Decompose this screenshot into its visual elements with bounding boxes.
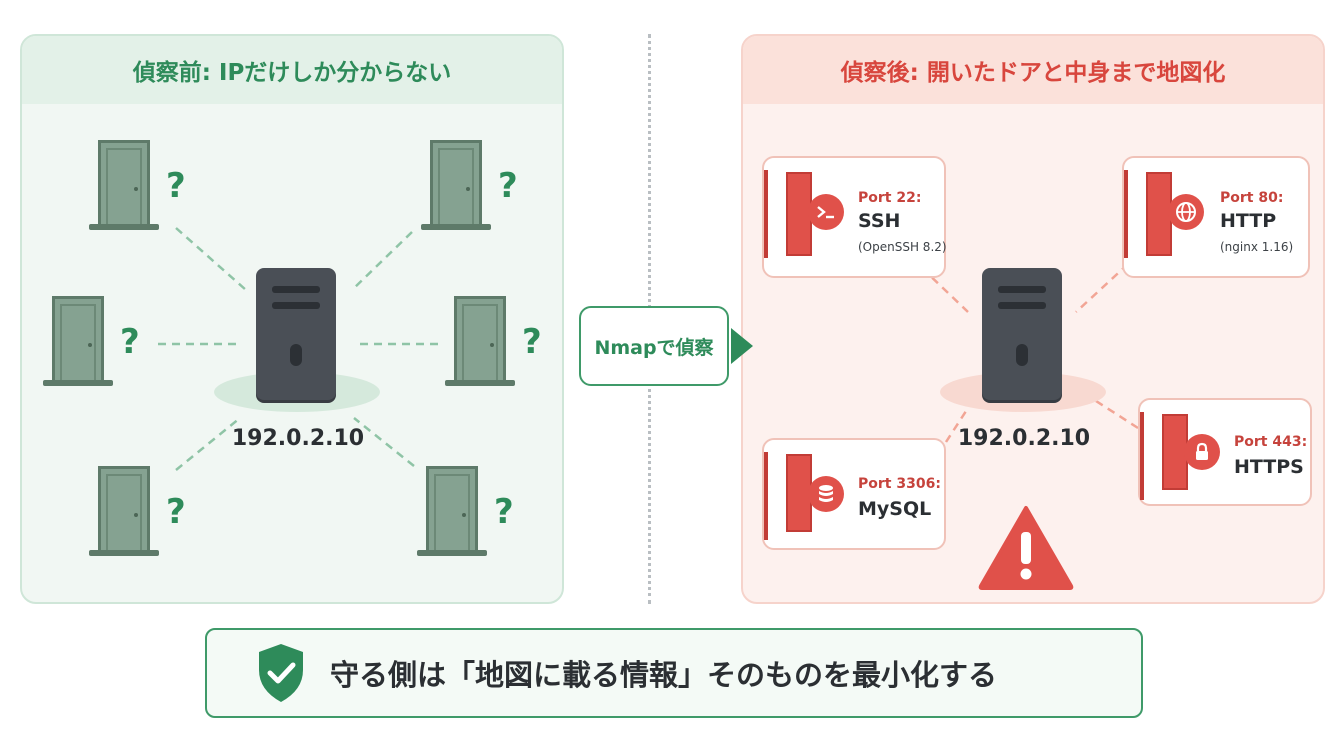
question-mark: ?	[120, 322, 140, 362]
conclusion-box	[205, 628, 1143, 718]
closed-door	[98, 466, 150, 552]
question-mark: ?	[498, 166, 518, 206]
server-icon	[982, 268, 1062, 400]
door-base	[445, 380, 515, 386]
before-title: 偵察前: IPだけしか分からない	[22, 36, 562, 104]
database-icon	[808, 476, 844, 512]
closed-door	[52, 296, 104, 382]
door-base	[89, 224, 159, 230]
closed-door	[98, 140, 150, 226]
nmap-recon-label: Nmapで偵察	[579, 306, 729, 386]
port-card-http: Port 80: HTTP (nginx 1.16)	[1122, 156, 1310, 278]
globe-icon	[1168, 194, 1204, 230]
door-base	[43, 380, 113, 386]
port-card-mysql: Port 3306: MySQL	[762, 438, 946, 550]
question-mark: ?	[494, 492, 514, 532]
question-mark: ?	[166, 492, 186, 532]
after-title: 偵察後: 開いたドアと中身まで地図化	[743, 36, 1323, 104]
conclusion-text: 守る側は「地図に載る情報」そのものを最小化する	[330, 658, 998, 692]
shield-check-icon	[259, 644, 303, 702]
lock-icon	[1184, 434, 1220, 470]
question-mark: ?	[166, 166, 186, 206]
closed-door	[430, 140, 482, 226]
closed-door	[426, 466, 478, 552]
target-ip: 192.0.2.10	[957, 426, 1091, 451]
server-icon	[256, 268, 336, 400]
door-base	[417, 550, 487, 556]
arrow-right-icon	[731, 328, 753, 364]
closed-door	[454, 296, 506, 382]
target-ip: 192.0.2.10	[231, 426, 365, 451]
terminal-icon	[808, 194, 844, 230]
port-card-https: Port 443: HTTPS	[1138, 398, 1312, 506]
warning-icon	[978, 506, 1074, 590]
door-base	[421, 224, 491, 230]
port-card-ssh: Port 22: SSH (OpenSSH 8.2)	[762, 156, 947, 278]
question-mark: ?	[522, 322, 542, 362]
door-base	[89, 550, 159, 556]
